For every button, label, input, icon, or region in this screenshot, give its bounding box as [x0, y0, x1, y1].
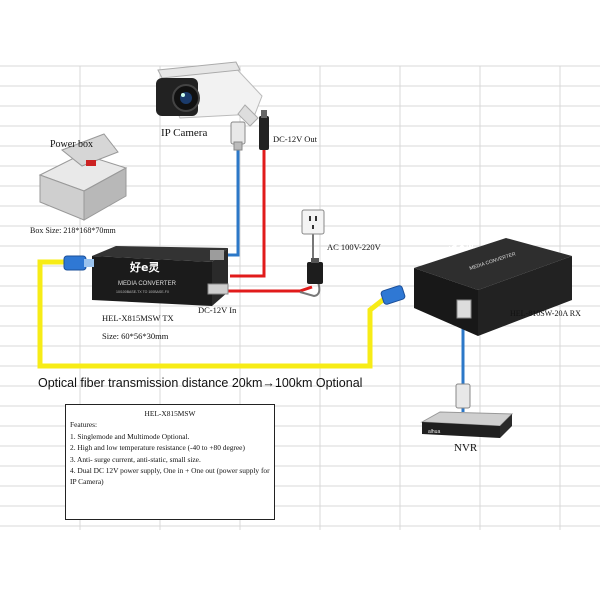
tx-spec-text: 10/100BASE-TX TO 100BASE-FX [116, 290, 170, 294]
feature-item: 4. Dual DC 12V power supply, One in + On… [70, 466, 270, 487]
tx-model-label: HEL-X815MSW TX [102, 313, 174, 323]
dc-cable-camera [230, 150, 266, 278]
ac-input-label: AC 100V-220V [327, 242, 381, 252]
optical-fiber-cable [37, 259, 386, 369]
rj45-connector-icon [455, 383, 471, 409]
fiber-distance-label: Optical fiber transmission distance 20km… [38, 376, 363, 390]
rj45-connector-icon [230, 121, 246, 151]
nvr-brand: alhua [428, 429, 440, 435]
dc-cable-input [228, 285, 313, 293]
features-title: HEL-X815MSW [144, 409, 196, 418]
features-box: HEL-X815MSW Features: 1. Singlemode and … [65, 404, 275, 520]
wall-socket-icon [301, 209, 325, 235]
power-adapter-icon [307, 258, 323, 284]
fiber-connector-icon [380, 285, 406, 305]
media-converter-icon [92, 246, 229, 306]
power-box-icon [38, 133, 128, 221]
ethernet-cable-camera [218, 150, 240, 257]
camera-icon [156, 61, 263, 127]
dc-out-label: DC-12V Out [273, 134, 317, 144]
rx-model-label: HEL-810SW-20A RX [510, 309, 581, 318]
power-box-label: Power box [50, 139, 94, 150]
media-converter-icon [414, 238, 572, 336]
ip-camera-label: IP Camera [161, 127, 208, 139]
feature-item: 2. High and low temperature resistance (… [70, 443, 245, 453]
fiber-connector-icon [63, 255, 94, 271]
tx-brand-text: 好e灵 [129, 260, 160, 274]
box-size-label: Box Size: 218*168*70mm [30, 226, 116, 235]
feature-item: 1. Singlemode and Multimode Optional. [70, 431, 190, 441]
tx-media-text: MEDIA CONVERTER [118, 281, 177, 287]
features-heading: Features: [70, 420, 98, 430]
feature-item: 3. Anti- surge current, anti-static, sma… [70, 454, 201, 464]
tx-size-label: Size: 60*56*30mm [102, 331, 169, 341]
dc-plug-icon [259, 110, 269, 150]
nvr-label: NVR [454, 442, 478, 454]
dc-in-label: DC-12V In [198, 305, 237, 315]
nvr-icon: alhua [420, 411, 514, 438]
